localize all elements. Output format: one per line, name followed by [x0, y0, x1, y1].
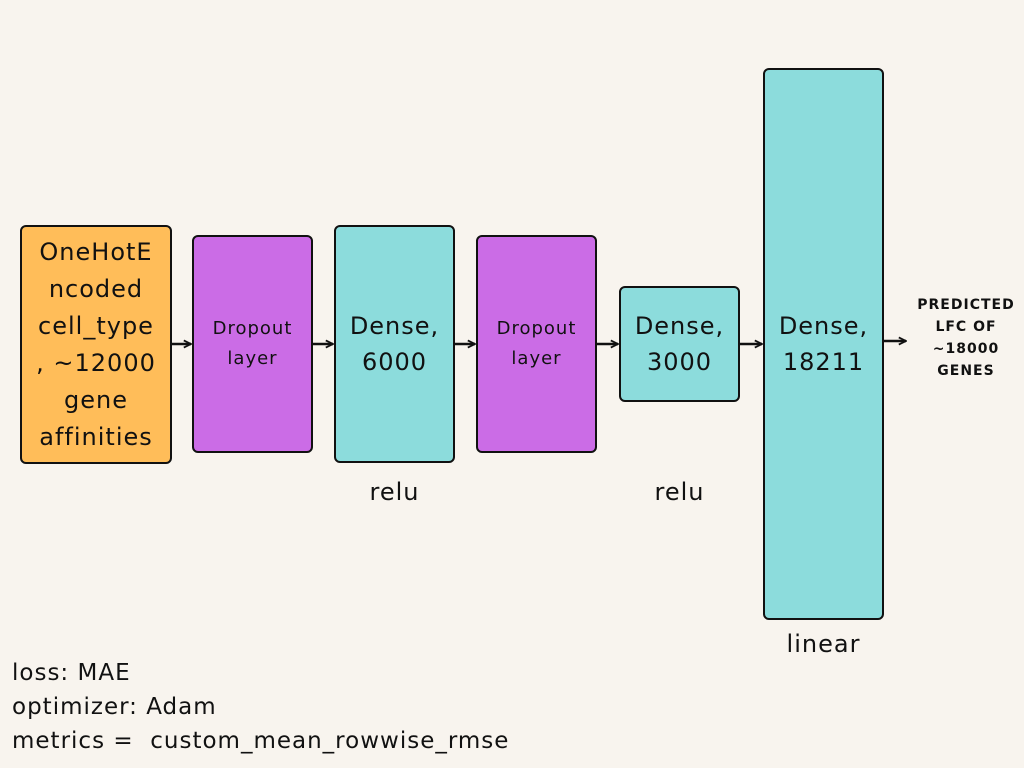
dropout-layer-2-label: Dropout layer	[496, 318, 577, 369]
dense-layer-6000: Dense, 6000	[334, 225, 455, 463]
dense-layer-6000-label: Dense, 6000	[349, 312, 440, 376]
dense-layer-18211-label: Dense, 18211	[778, 312, 869, 376]
dense-layer-3000-activation: relu	[654, 478, 705, 506]
dense-layer-6000-activation: relu	[369, 478, 420, 506]
input-node-label: OneHotE ncoded cell_type , ~12000 gene a…	[36, 237, 156, 451]
dropout-layer-1-label: Dropout layer	[212, 318, 293, 369]
dense-layer-3000: Dense, 3000	[619, 286, 740, 402]
output-label: PREDICTED LFC OF ~18000 GENES	[917, 297, 1015, 379]
training-optimizer: optimizer: Adam	[12, 694, 217, 720]
dense-layer-18211-activation: linear	[786, 630, 861, 658]
input-node: OneHotE ncoded cell_type , ~12000 gene a…	[20, 225, 172, 464]
dense-layer-3000-label: Dense, 3000	[634, 312, 725, 376]
training-loss: loss: MAE	[12, 660, 131, 686]
training-metrics: metrics = custom_mean_rowwise_rmse	[12, 728, 510, 754]
dropout-layer-2: Dropout layer	[476, 235, 597, 453]
dropout-layer-1: Dropout layer	[192, 235, 313, 453]
dense-layer-18211: Dense, 18211	[763, 68, 884, 620]
